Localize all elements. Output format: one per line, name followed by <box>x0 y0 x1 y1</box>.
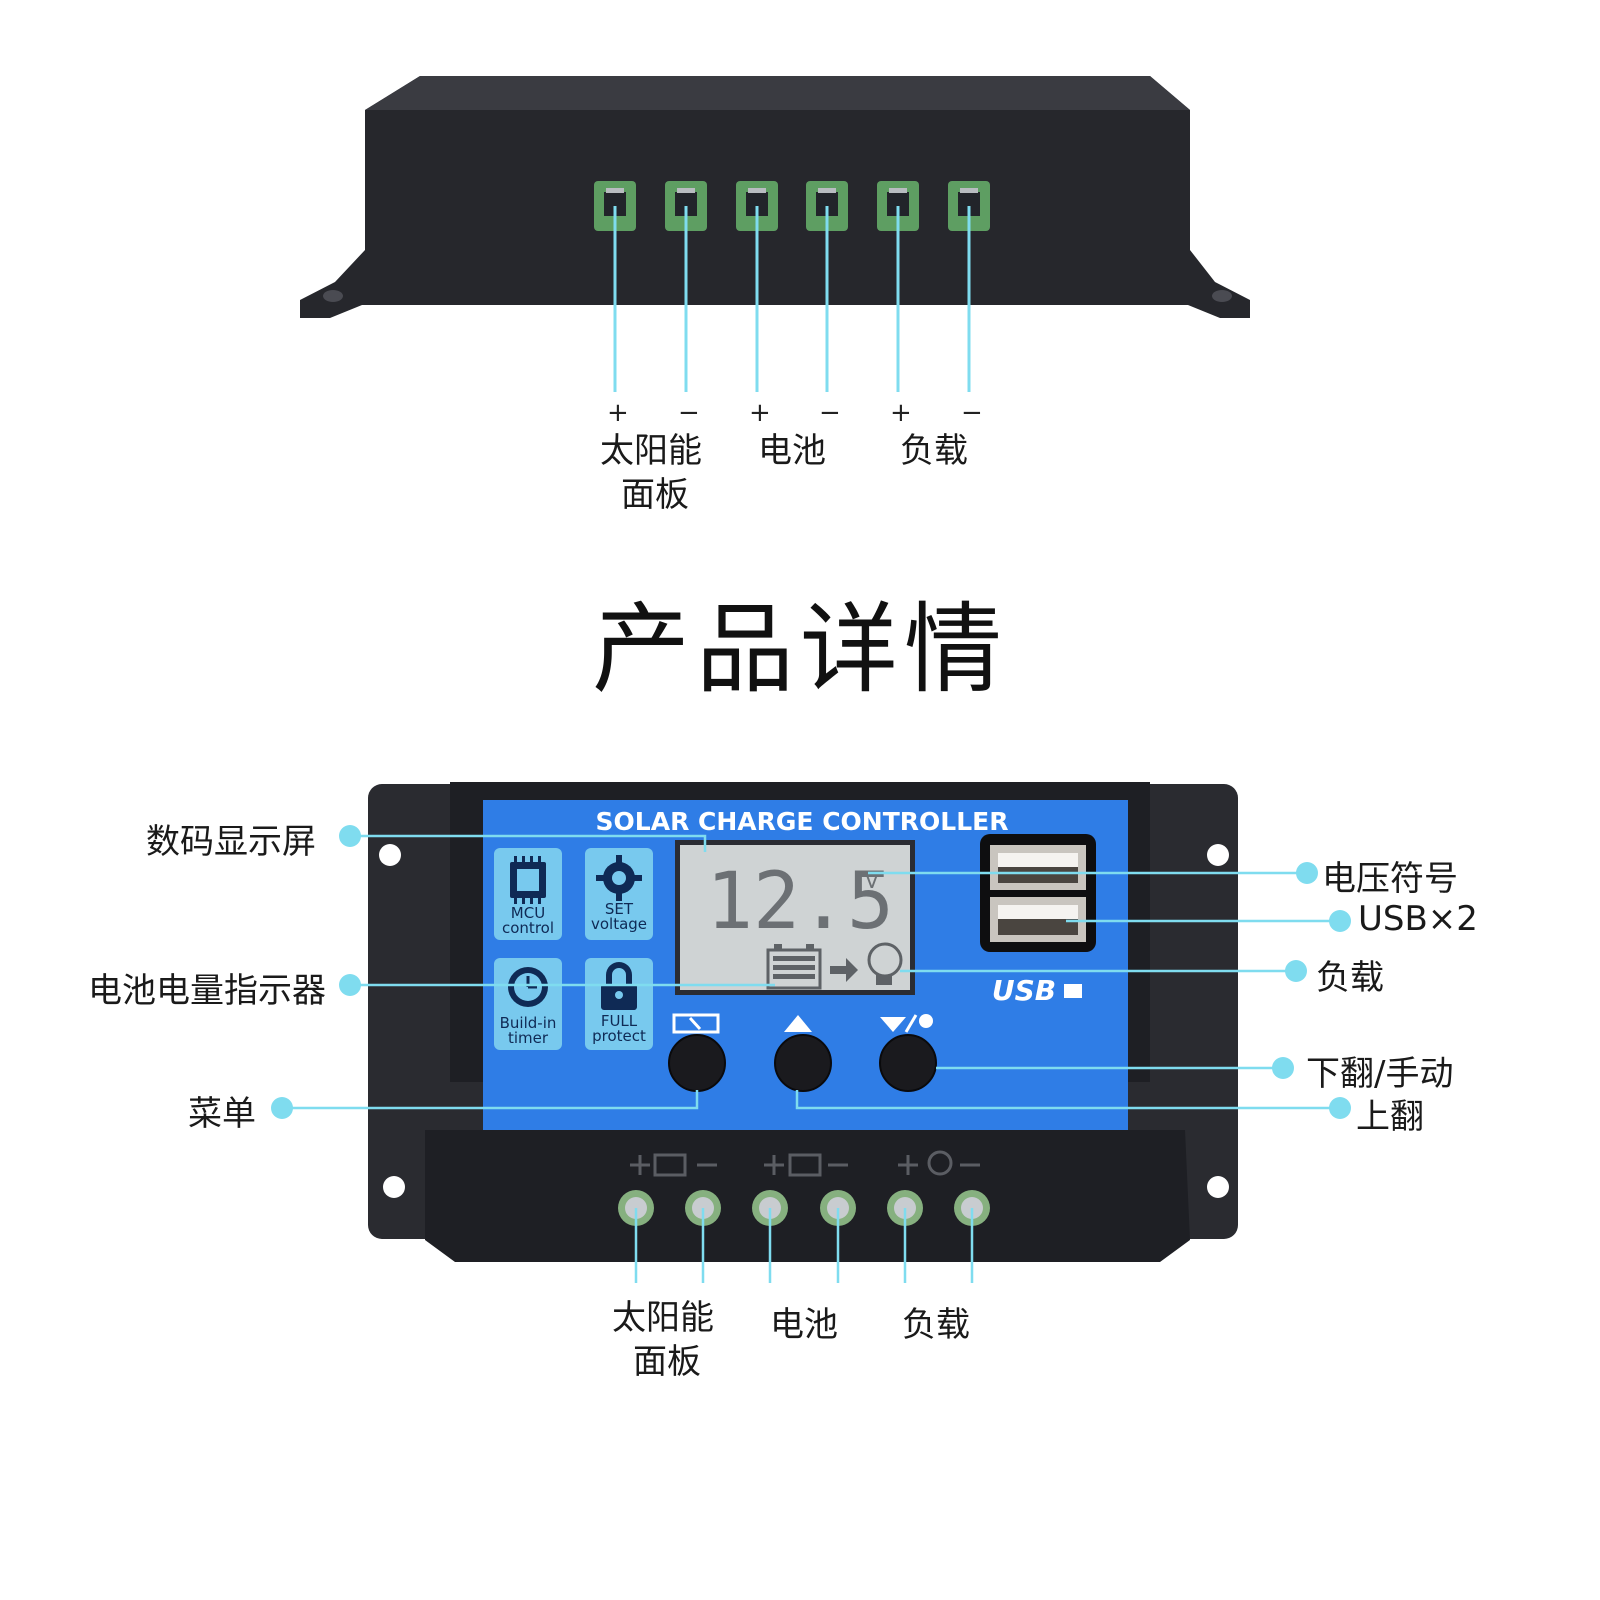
terminal-block <box>425 1130 1190 1262</box>
callout-down-manual: 下翻/手动 <box>1306 1054 1454 1094</box>
up-symbol-icon <box>784 1015 812 1032</box>
lcd-arrow-icon <box>830 958 858 982</box>
lcd-display <box>675 840 915 995</box>
chip-icon <box>510 856 546 904</box>
gear-icon <box>596 855 642 901</box>
bottom-label-solar-line1: 太阳能 <box>612 1298 714 1338</box>
tile-set-line1: SET <box>605 900 634 918</box>
front-callout-lines <box>282 834 1340 1283</box>
bottom-label-solar-line2: 面板 <box>633 1342 701 1382</box>
bottom-label-battery: 电池 <box>770 1305 838 1345</box>
usb-plug-icon <box>1064 984 1082 998</box>
clock-icon <box>508 967 548 1007</box>
top-callout-lines <box>613 206 971 392</box>
mount-hole-tl <box>379 844 401 866</box>
down-symbol-icon <box>880 1017 906 1032</box>
tile-protect-line1: FULL <box>601 1012 638 1030</box>
battery-icon <box>788 1153 822 1177</box>
mount-hole-bl <box>383 1176 405 1198</box>
up-button[interactable] <box>774 1034 832 1092</box>
menu-button[interactable] <box>668 1034 726 1092</box>
callout-voltage-symbol: 电压符号 <box>1322 859 1458 899</box>
tile-timer-line2: timer <box>508 1029 549 1047</box>
tile-protect-line2: protect <box>592 1027 646 1045</box>
top-label-load: 负载 <box>900 431 968 471</box>
callout-dots <box>271 825 1351 1119</box>
terminal-block-symbols <box>630 1150 980 1177</box>
top-sign-5: + <box>890 398 912 428</box>
callout-menu: 菜单 <box>188 1094 256 1134</box>
top-sign-2: − <box>678 398 700 428</box>
callout-battery-indicator: 电池电量指示器 <box>88 971 326 1011</box>
tile-mcu-line2: control <box>502 919 554 937</box>
bulb-icon <box>927 1150 953 1176</box>
callout-load: 负载 <box>1316 958 1384 998</box>
menu-symbol-icon <box>672 1013 720 1034</box>
feature-tiles <box>494 848 653 1050</box>
button-symbols <box>672 1013 933 1034</box>
panel-header: SOLAR CHARGE CONTROLLER <box>596 807 1009 836</box>
usb-logo: USB <box>992 974 1056 1007</box>
lcd-bulb-icon <box>867 942 903 985</box>
top-label-solar-line1: 太阳能 <box>600 431 702 471</box>
page-title: 产品详情 <box>591 593 1008 707</box>
top-sign-4: − <box>819 398 841 428</box>
callout-usb: USB×2 <box>1358 899 1478 939</box>
top-sign-1: + <box>607 398 629 428</box>
usb-ports <box>980 834 1096 952</box>
down-manual-button[interactable] <box>879 1034 937 1092</box>
callout-display: 数码显示屏 <box>146 822 316 862</box>
lcd-battery-icon <box>766 944 822 990</box>
tile-mcu-line1: MCU <box>511 904 545 922</box>
callout-up: 上翻 <box>1356 1097 1424 1137</box>
top-label-battery: 电池 <box>758 431 826 471</box>
tile-timer-line1: Build-in <box>500 1014 557 1032</box>
top-sign-6: − <box>961 398 983 428</box>
lcd-voltage-value: 12.5 <box>706 857 894 947</box>
mount-hole-br <box>1207 1176 1229 1198</box>
tile-set-line2: voltage <box>591 915 647 933</box>
lock-icon <box>601 962 637 1010</box>
bulb-symbol-icon <box>919 1014 933 1028</box>
top-label-solar-line2: 面板 <box>621 475 689 515</box>
bottom-label-load: 负载 <box>902 1305 970 1345</box>
lcd-voltage-unit: V <box>865 869 879 893</box>
solar-panel-icon <box>653 1153 687 1177</box>
mount-hole-tr <box>1207 844 1229 866</box>
top-sign-3: + <box>749 398 771 428</box>
